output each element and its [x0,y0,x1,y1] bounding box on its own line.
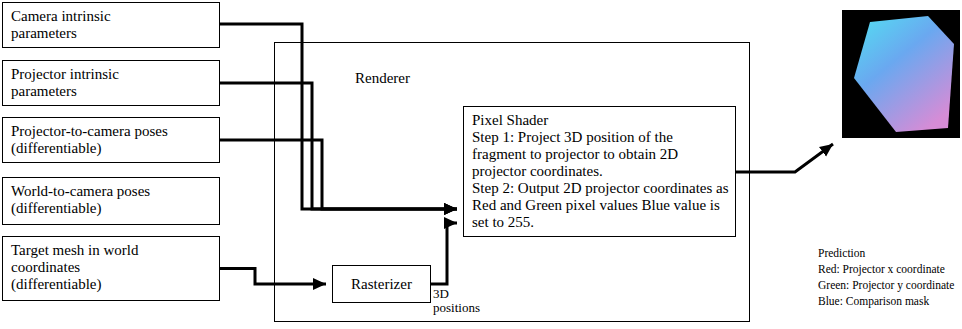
connector-arrow [220,83,457,209]
connector-arrow [220,24,457,209]
box-heading: Target mesh in world coordinates (differ… [11,242,161,293]
input-box: Camera intrinsic parameters [2,2,220,48]
input-box: Projector intrinsic parameters [2,60,220,106]
input-box: Projector-to-camera poses (differentiabl… [2,117,220,163]
box-heading: World-to-camera poses (differentiable) [11,183,201,217]
box-text: Step 1: Project 3D position of the fragm… [472,129,729,180]
projected-quad [854,16,954,132]
box-heading: Renderer [355,70,410,87]
image-ground [842,10,960,138]
box-text: Step 2: Output 2D projector coordinates … [472,180,729,231]
shader-box: Pixel ShaderStep 1: Project 3D position … [463,106,736,237]
renderer-group: RendererPixel ShaderStep 1: Project 3D p… [274,42,750,322]
box-heading: Rasterizer [351,276,412,293]
box-heading: Projector-to-camera poses (differentiabl… [11,123,201,157]
prediction-image [842,10,960,138]
box-heading: Camera intrinsic parameters [11,8,141,42]
connector-arrow [431,223,457,284]
legend-line: Green: Projector y coordinate [818,278,960,293]
input-box: World-to-camera poses (differentiable) [2,177,220,225]
legend-line: Blue: Comparison mask [818,294,960,309]
connector-arrow [220,269,326,285]
connector-arrow [220,140,457,209]
legend-heading: Prediction [818,246,960,261]
rasterizer-box: Rasterizer [332,265,431,303]
data-label: 3D positions [433,287,485,315]
legend-line: Red: Projector x coordinate [818,262,960,277]
box-heading: Pixel Shader [472,112,729,129]
input-box: Target mesh in world coordinates (differ… [2,236,220,301]
box-heading: Projector intrinsic parameters [11,66,141,100]
